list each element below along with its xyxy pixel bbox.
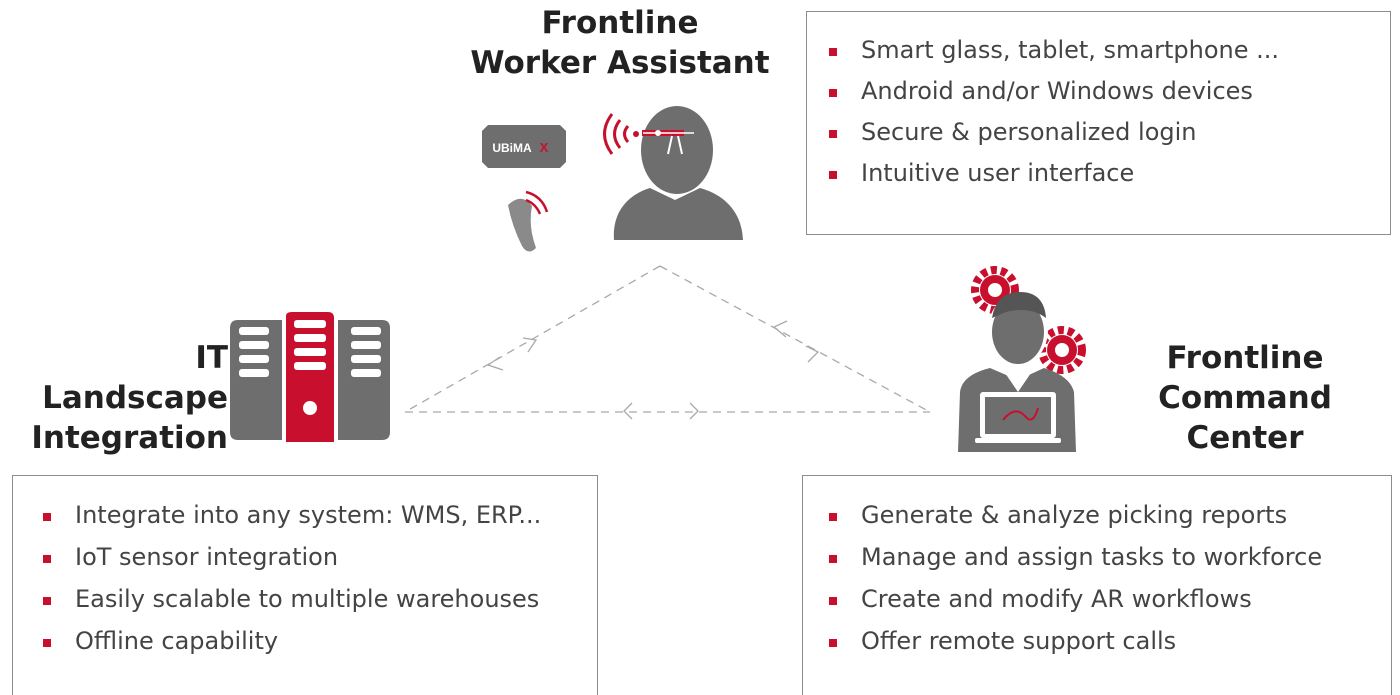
bidirectional-arrows: [486, 320, 820, 420]
worker-features-box: Smart glass, tablet, smartphone ... Andr…: [806, 11, 1391, 235]
worker-features-list: Smart glass, tablet, smartphone ... Andr…: [829, 36, 1390, 187]
list-item: Generate & analyze picking reports: [829, 501, 1391, 529]
command-features-list: Generate & analyze picking reports Manag…: [829, 501, 1391, 655]
list-item: Smart glass, tablet, smartphone ...: [829, 36, 1390, 64]
command-title-line-1: Frontline: [1166, 340, 1324, 376]
connection-lines: [404, 265, 931, 413]
worker-title-line-2: Worker Assistant: [470, 45, 770, 81]
it-features-box: Integrate into any system: WMS, ERP... I…: [12, 475, 598, 695]
command-features-box: Generate & analyze picking reports Manag…: [802, 475, 1392, 695]
list-item: IoT sensor integration: [43, 543, 597, 571]
list-item: Secure & personalized login: [829, 118, 1390, 146]
it-title-line-1: IT Landscape: [42, 340, 228, 416]
wearable-device-icon: UBiMA X: [482, 125, 566, 168]
list-item: Offer remote support calls: [829, 627, 1391, 655]
it-title-line-2: Integration: [31, 420, 228, 456]
device-logo-text: UBiMA: [492, 141, 532, 155]
ring-scanner-icon: [508, 190, 549, 252]
person-with-smart-glasses-icon: [613, 106, 743, 240]
list-item: Integrate into any system: WMS, ERP...: [43, 501, 597, 529]
list-item: Easily scalable to multiple warehouses: [43, 585, 597, 613]
command-title: Frontline Command Center: [1100, 338, 1390, 458]
worker-title-line-1: Frontline: [541, 5, 699, 41]
list-item: Android and/or Windows devices: [829, 77, 1390, 105]
server-rack-icon: [230, 312, 390, 442]
list-item: Intuitive user interface: [829, 159, 1390, 187]
command-title-line-2: Command Center: [1158, 380, 1332, 456]
worker-title: Frontline Worker Assistant: [460, 3, 780, 83]
it-features-list: Integrate into any system: WMS, ERP... I…: [43, 501, 597, 655]
list-item: Manage and assign tasks to workforce: [829, 543, 1391, 571]
operator-with-laptop-icon: [958, 292, 1076, 452]
device-logo-accent: X: [540, 140, 549, 155]
list-item: Offline capability: [43, 627, 597, 655]
it-title: IT Landscape Integration: [0, 338, 228, 458]
list-item: Create and modify AR workflows: [829, 585, 1391, 613]
connection-worker-command: [659, 265, 931, 413]
wireless-signal-icon: [603, 113, 639, 155]
